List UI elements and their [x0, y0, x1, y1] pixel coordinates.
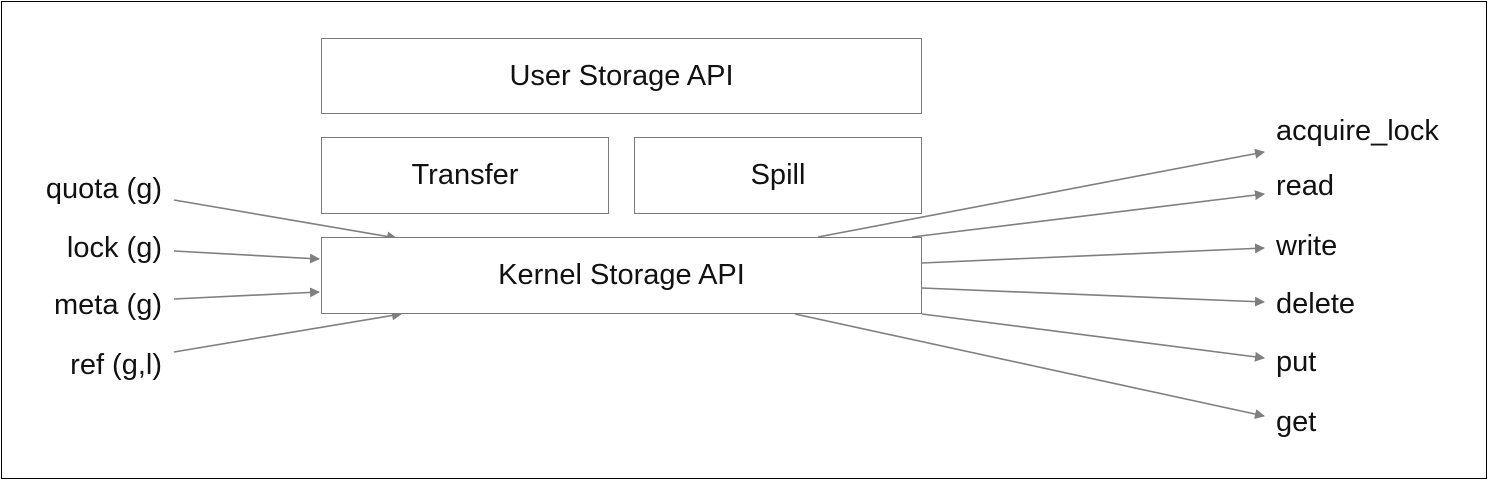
- arrow-input-quota: [173, 199, 397, 242]
- arrow-output-read: [911, 190, 1265, 238]
- kernel-storage-api-box: Kernel Storage API: [321, 237, 922, 314]
- user-storage-api-box: User Storage API: [321, 38, 922, 114]
- input-label-quota: quota (g): [45, 173, 162, 205]
- arrow-output-acquire-lock: [817, 148, 1265, 238]
- output-label-put: put: [1276, 346, 1317, 378]
- output-label-delete: delete: [1276, 288, 1356, 320]
- output-label-write: write: [1276, 230, 1338, 262]
- arrow-input-meta: [173, 287, 320, 300]
- input-label-lock: lock (g): [66, 232, 162, 264]
- arrow-output-put: [921, 313, 1265, 362]
- spill-label: Spill: [750, 159, 806, 191]
- output-label-get: get: [1276, 406, 1317, 438]
- input-label-ref: ref (g,l): [70, 349, 162, 381]
- user-storage-api-label: User Storage API: [509, 59, 734, 92]
- arrow-output-delete: [921, 287, 1265, 307]
- arrow-output-write: [921, 243, 1265, 264]
- transfer-box: Transfer: [321, 137, 609, 214]
- arrow-input-lock: [173, 250, 320, 264]
- arrow-input-ref: [173, 310, 402, 353]
- output-label-acquire-lock: acquire_lock: [1276, 115, 1439, 147]
- arrow-output-get: [794, 313, 1265, 419]
- kernel-storage-api-label: Kernel Storage API: [498, 259, 745, 291]
- output-label-read: read: [1276, 170, 1335, 202]
- spill-box: Spill: [634, 137, 922, 214]
- transfer-label: Transfer: [411, 159, 519, 191]
- input-label-meta: meta (g): [54, 289, 162, 321]
